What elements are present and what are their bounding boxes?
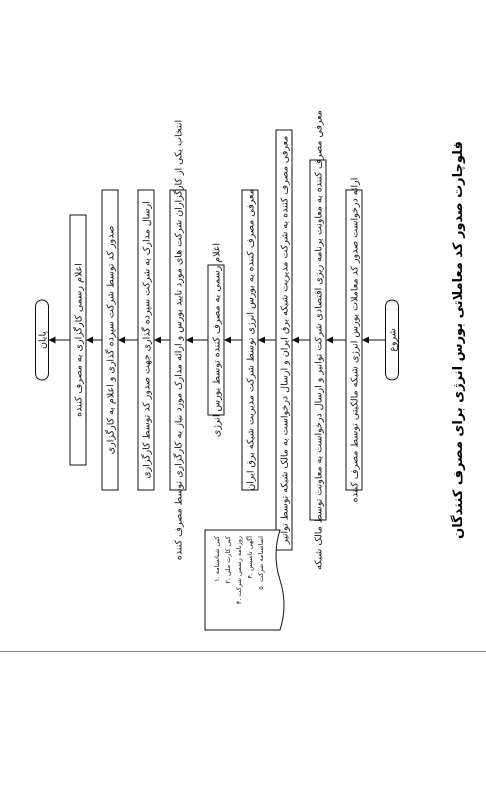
- documents-item: ۳. روزنامه رسمی شرکت: [235, 536, 243, 604]
- end-node-label: پایان: [38, 331, 49, 349]
- process-box-label-3: معرفی مصرف کننده به شرکت مدیریت شبکه برق…: [280, 136, 291, 545]
- page-divider: [0, 651, 486, 652]
- documents-item: ۱. کپی شناسنامه: [213, 535, 221, 582]
- process-box-label-6: انتخاب یکی از کارگزاران شرکت های مورد تا…: [173, 120, 185, 560]
- start-node-label: شروع: [388, 328, 399, 351]
- flowchart: فلوچارت صدور کد معاملاتی بورس انرژی برای…: [35, 110, 466, 631]
- end-node: [35, 299, 49, 381]
- process-box-label-2: معرفی مصرف کننده به معاونت برنامه ریزی ا…: [314, 110, 325, 570]
- process-box-label-1: ارائه درخواست صدور کد معاملات بورس انرژی…: [350, 178, 361, 503]
- documents-box: [204, 529, 285, 631]
- page-title: فلوچارت صدور کد معاملاتی بورس انرژی برای…: [450, 141, 466, 539]
- documents-item: ۲. کپی کارت ملی: [224, 535, 232, 584]
- documents-item: ۴. آگهی تاسیس: [245, 535, 254, 579]
- documents-item: ۵. اساسنامه شرکت: [257, 536, 265, 590]
- rotated-page: فلوچارت صدور کد معاملاتی بورس انرژی برای…: [35, 110, 466, 631]
- process-box-label-4: معرفی مصرف کننده به بورس انرژی توسط شرکت…: [246, 189, 257, 490]
- process-box-label-9: اعلام رسمی کارگزاری به مصرف کننده: [73, 263, 85, 417]
- flow-nodes: شروع ارائه درخواست صدور کد معاملات بورس ا…: [35, 110, 399, 570]
- process-box-label-7: ارسال مدارک به شرکت سپرده گذاری جهت صدور…: [141, 201, 153, 479]
- process-box-label-8: صدور کد توسط شرکت سپرده گذاری و اعلام به…: [105, 226, 117, 455]
- process-box-label-5: اعلام رسمی به مصرف کننده توسط بورس انرژی: [212, 243, 223, 437]
